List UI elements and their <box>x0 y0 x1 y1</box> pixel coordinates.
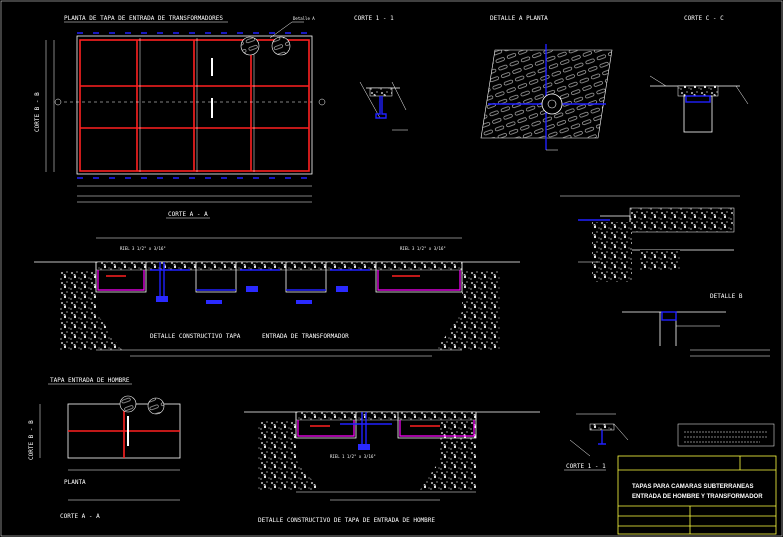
section-small-rail-label: RIEL 1 1/2" x 3/16" <box>330 454 376 459</box>
corte-1-bottom: CORTE 1 - 1 <box>564 413 629 471</box>
section-small-title: DETALLE CONSTRUCTIVO DE TAPA DE ENTRADA … <box>258 517 435 524</box>
corte-1-top-title: CORTE 1 - 1 <box>354 15 394 22</box>
plan-manhole-cover: TAPA ENTRADA DE HOMBRE CORTE B - B PLANT… <box>28 377 181 520</box>
plan-small-title: TAPA ENTRADA DE HOMBRE <box>50 377 130 384</box>
detalle-a-planta: DETALLE A PLANTA <box>480 15 613 151</box>
plan-top-callout: Detalle A <box>293 16 315 21</box>
note-box <box>677 423 775 447</box>
corte-1-top: CORTE 1 - 1 <box>354 15 408 131</box>
plan-small-side-label: CORTE B - B <box>28 420 35 460</box>
detalle-right-middle <box>560 195 740 282</box>
title-block-line2: ENTRADA DE HOMBRE Y TRANSFORMADOR <box>632 494 763 500</box>
detalle-a-title: DETALLE A PLANTA <box>490 15 548 22</box>
detalle-b-title: DETALLE B <box>710 293 743 300</box>
section-small: RIEL 1 1/2" x 3/16" DETALLE CONSTRUCTIVO… <box>244 411 540 524</box>
section-main: RIEL 3 1/2" x 3/16" RIEL 3 1/2" x 3/16" … <box>34 237 520 357</box>
title-block-line1: TAPAS PARA CAMARAS SUBTERRANEAS <box>632 484 753 490</box>
section-main-rail-right: RIEL 3 1/2" x 3/16" <box>400 246 446 251</box>
plan-small-bottom-label: CORTE A - A <box>60 513 100 520</box>
corte-1-bottom-title: CORTE 1 - 1 <box>566 463 606 470</box>
section-main-title-right: ENTRADA DE TRANSFORMADOR <box>262 333 349 340</box>
corte-c: CORTE C - C <box>649 15 749 133</box>
plan-top-title: PLANTA DE TAPA DE ENTRADA DE TRANSFORMAD… <box>64 15 223 22</box>
corte-c-title: CORTE C - C <box>684 15 724 22</box>
plan-small-plan-label: PLANTA <box>64 479 86 486</box>
title-block: TAPAS PARA CAMARAS SUBTERRANEAS ENTRADA … <box>617 455 777 535</box>
section-main-title-left: DETALLE CONSTRUCTIVO TAPA <box>150 333 241 340</box>
detalle-b: DETALLE B <box>622 293 770 357</box>
section-main-rail-left: RIEL 3 1/2" x 3/16" <box>120 246 166 251</box>
plan-top-bottom-label: CORTE A - A <box>168 211 208 218</box>
plan-transformer-cover: PLANTA DE TAPA DE ENTRADA DE TRANSFORMAD… <box>34 15 326 219</box>
plan-top-side-label: CORTE B - B <box>34 92 41 132</box>
